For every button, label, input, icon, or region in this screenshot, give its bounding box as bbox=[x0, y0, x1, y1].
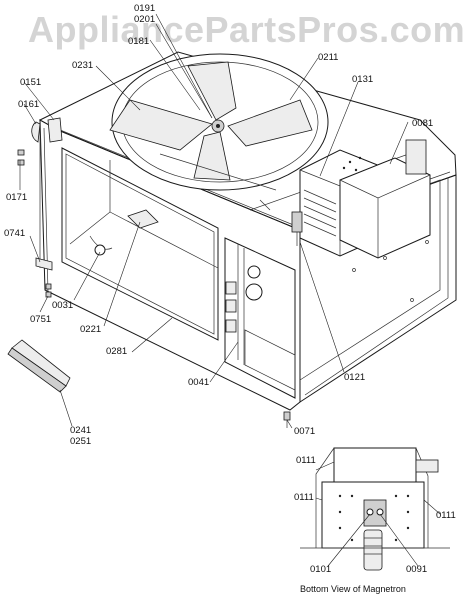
cavity-opening bbox=[61, 147, 219, 341]
label-0191: 0191 bbox=[134, 3, 155, 14]
label-0221: 0221 bbox=[80, 324, 101, 335]
label-0201: 0201 bbox=[134, 14, 155, 25]
inset-caption: Bottom View of Magnetron bbox=[300, 584, 406, 594]
fan-blade bbox=[187, 61, 237, 121]
control-panel-frame bbox=[224, 237, 296, 399]
fan-blade bbox=[193, 131, 231, 181]
label-0741: 0741 bbox=[4, 228, 25, 239]
left-hardware bbox=[17, 117, 263, 301]
label-0081: 0081 bbox=[412, 118, 433, 129]
inset-antenna-connector bbox=[415, 459, 439, 473]
label-0031: 0031 bbox=[52, 300, 73, 311]
hinge-bracket bbox=[47, 117, 63, 143]
label-0171: 0171 bbox=[6, 192, 27, 203]
waveguide-cover bbox=[127, 209, 159, 229]
label-0161: 0161 bbox=[18, 99, 39, 110]
screw bbox=[45, 291, 52, 298]
magnetron-inset bbox=[300, 447, 450, 571]
label-0151: 0151 bbox=[20, 77, 41, 88]
watermark: AppliancePartsPros.com bbox=[28, 9, 463, 50]
transformer-terminal bbox=[405, 139, 427, 175]
leader-lines bbox=[19, 13, 441, 567]
label-0111-top: 0111 bbox=[296, 455, 316, 466]
inset-output-probe bbox=[363, 529, 383, 571]
screw bbox=[17, 149, 25, 156]
label-0241: 0241 bbox=[70, 425, 91, 436]
thermal-cutout bbox=[291, 211, 303, 233]
screw bbox=[17, 159, 25, 166]
label-0281: 0281 bbox=[106, 346, 127, 357]
stirrer-motor bbox=[245, 283, 263, 301]
label-0181: 0181 bbox=[128, 36, 149, 47]
label-0131: 0131 bbox=[352, 74, 373, 85]
magnetron-assembly bbox=[291, 139, 431, 259]
lower-hinge bbox=[35, 257, 53, 271]
fan-blade bbox=[227, 99, 313, 147]
transformer bbox=[339, 157, 431, 259]
label-0231: 0231 bbox=[72, 60, 93, 71]
label-0121: 0121 bbox=[344, 372, 365, 383]
label-0111-right: 0111 bbox=[436, 510, 456, 521]
part-labels: 0191 0201 0181 0231 0211 0131 0151 0161 … bbox=[4, 3, 456, 575]
label-0101: 0101 bbox=[310, 564, 331, 575]
label-0111-left: 0111 bbox=[294, 492, 314, 503]
label-0751: 0751 bbox=[30, 314, 51, 325]
fan-blade bbox=[109, 99, 213, 151]
label-0041: 0041 bbox=[188, 377, 209, 388]
label-0091: 0091 bbox=[406, 564, 427, 575]
screw bbox=[45, 283, 52, 290]
label-0071: 0071 bbox=[294, 426, 315, 437]
label-0251: 0251 bbox=[70, 436, 91, 447]
label-0211: 0211 bbox=[318, 52, 338, 63]
bottom-plate bbox=[7, 339, 71, 393]
hinge-pin bbox=[31, 121, 41, 143]
blower-fan bbox=[109, 53, 329, 191]
inset-filament-terminals bbox=[363, 499, 387, 527]
